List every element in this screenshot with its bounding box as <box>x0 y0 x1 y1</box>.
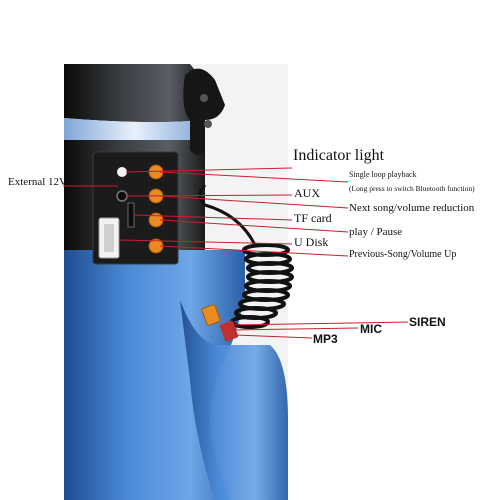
single-loop-label: Single loop playback <box>349 170 417 179</box>
megaphone-black-top <box>64 64 205 123</box>
aux-jack <box>116 190 128 202</box>
handle-grip <box>180 300 288 500</box>
u-disk-label: U Disk <box>294 235 329 249</box>
aux-label: AUX <box>294 186 320 200</box>
switch-label-plate <box>219 320 239 342</box>
indicator-light-label: Indicator light <box>293 147 385 164</box>
callout-lines <box>63 167 409 339</box>
clip-screw <box>200 94 208 102</box>
next-song-label: Next song/volume reduction <box>349 202 475 214</box>
tf-card-label: TF card <box>294 211 332 225</box>
clip-screw-2 <box>204 120 212 128</box>
previous-song-label: Previous-Song/Volume Up <box>349 249 457 260</box>
light-ring <box>64 118 205 143</box>
long-press-label: (Long press to switch Bluetooth function… <box>349 184 475 193</box>
external-12v-label: External 12V <box>8 176 67 188</box>
mic-label: MIC <box>360 322 382 336</box>
indicator-light-led <box>117 167 127 177</box>
mode-switch <box>201 304 221 326</box>
mp3-label: MP3 <box>313 332 338 346</box>
siren-label: SIREN <box>409 315 446 329</box>
strap-clip <box>183 68 225 155</box>
usb-port-inner <box>104 224 114 252</box>
cable-coils <box>230 243 294 329</box>
coiled-cable <box>198 183 257 246</box>
tf-card-slot <box>127 202 135 228</box>
play-pause-label: play / Pause <box>349 226 403 238</box>
